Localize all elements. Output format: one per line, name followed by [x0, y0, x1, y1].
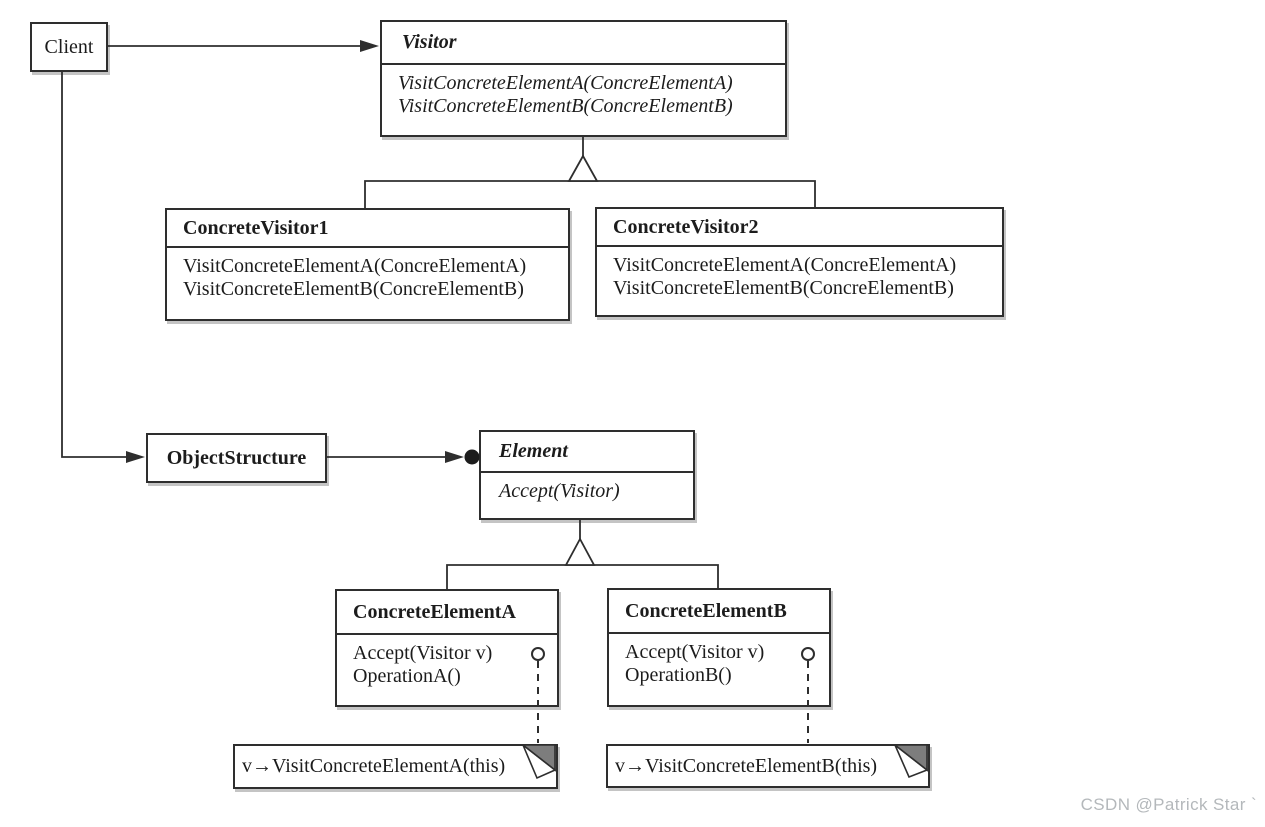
- arrowhead-icon: [445, 451, 464, 463]
- class-name-concrete-visitor2: ConcreteVisitor2: [597, 209, 1002, 247]
- client-objectstructure-line: [61, 72, 128, 458]
- class-box-element: Element Accept(Visitor): [479, 430, 695, 520]
- class-name-client: Client: [44, 35, 94, 58]
- class-methods-concrete-visitor2: VisitConcreteElementA(ConcreElementA) Vi…: [597, 247, 1002, 315]
- note-box-visit-a: v→VisitConcreteElementA(this): [233, 744, 558, 789]
- aggregation-dot-icon: [464, 449, 480, 465]
- note-fold-corner-icon: [522, 744, 557, 780]
- method-visit-a: VisitConcreteElementA(ConcreElementA): [398, 72, 733, 94]
- note-text-visit-a: v→VisitConcreteElementA(this): [242, 755, 506, 777]
- inheritance-triangle-icon: [564, 537, 596, 566]
- method-accept: Accept(Visitor): [499, 480, 620, 502]
- class-box-visitor: Visitor VisitConcreteElementA(ConcreElem…: [380, 20, 787, 137]
- class-name-concrete-visitor1: ConcreteVisitor1: [167, 210, 568, 248]
- class-methods-concrete-visitor1: VisitConcreteElementA(ConcreElementA) Vi…: [167, 248, 568, 319]
- inheritance-triangle-icon: [567, 154, 599, 182]
- class-name-element: Element: [481, 432, 693, 473]
- class-box-client: Client: [30, 22, 108, 72]
- arrowhead-icon: [360, 40, 379, 52]
- class-box-concrete-element-a: ConcreteElementA Accept(Visitor v) Opera…: [335, 589, 559, 707]
- method-visit-a: VisitConcreteElementA(ConcreElementA): [183, 255, 527, 277]
- class-name-concrete-element-b: ConcreteElementB: [609, 590, 829, 634]
- csdn-watermark: CSDN @Patrick Star `: [1080, 795, 1257, 814]
- note-box-visit-b: v→VisitConcreteElementB(this): [606, 744, 930, 788]
- note-fold-corner-icon: [894, 744, 929, 779]
- class-methods-element: Accept(Visitor): [481, 473, 693, 518]
- class-methods-visitor: VisitConcreteElementA(ConcreElementA) Vi…: [382, 65, 785, 135]
- class-methods-concrete-element-b: Accept(Visitor v) OperationB(): [609, 634, 829, 705]
- class-box-concrete-element-b: ConcreteElementB Accept(Visitor v) Opera…: [607, 588, 831, 707]
- note-text-visit-b: v→VisitConcreteElementB(this): [615, 754, 878, 777]
- class-box-concrete-visitor2: ConcreteVisitor2 VisitConcreteElementA(C…: [595, 207, 1004, 317]
- method-operation-b: OperationB(): [625, 664, 732, 686]
- method-visit-a: VisitConcreteElementA(ConcreElementA): [613, 254, 957, 276]
- arrowhead-icon: [126, 451, 145, 463]
- method-visit-b: VisitConcreteElementB(ConcreElementB): [183, 278, 524, 300]
- class-methods-concrete-element-a: Accept(Visitor v) OperationA(): [337, 635, 557, 705]
- class-box-object-structure: ObjectStructure: [146, 433, 327, 483]
- visitor-inheritance-rail: [364, 180, 816, 209]
- class-name-object-structure: ObjectStructure: [166, 446, 307, 469]
- method-visit-b: VisitConcreteElementB(ConcreElementB): [398, 95, 733, 117]
- class-name-concrete-element-a: ConcreteElementA: [337, 591, 557, 635]
- method-accept: Accept(Visitor v): [625, 641, 765, 663]
- method-operation-a: OperationA(): [353, 665, 461, 687]
- class-box-concrete-visitor1: ConcreteVisitor1 VisitConcreteElementA(C…: [165, 208, 570, 321]
- method-accept: Accept(Visitor v): [353, 642, 493, 664]
- class-name-visitor: Visitor: [382, 22, 785, 65]
- element-inheritance-rail: [446, 564, 719, 590]
- method-visit-b: VisitConcreteElementB(ConcreElementB): [613, 277, 954, 299]
